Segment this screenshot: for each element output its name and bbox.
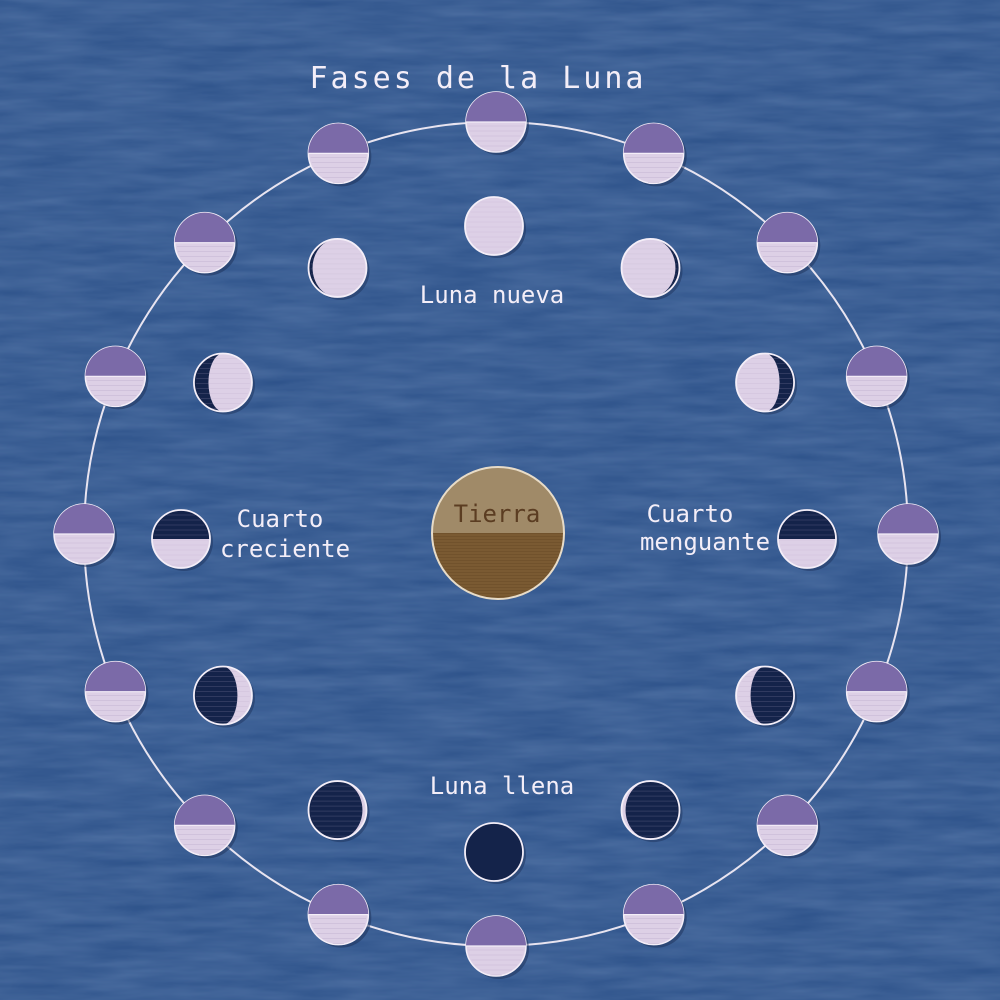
earth-label: Tierra: [454, 500, 541, 528]
orbit-moon: [84, 660, 149, 725]
phase-moon: [307, 238, 370, 300]
orbit-moons: [53, 91, 941, 979]
orbit-moon: [173, 794, 238, 859]
orbit-moon: [53, 503, 117, 567]
label-last-quarter-2: menguante: [640, 528, 770, 556]
orbit-moon: [622, 122, 687, 187]
orbit-moon: [756, 211, 821, 276]
label-new-moon: Luna nueva: [420, 281, 565, 309]
label-first-quarter-1: Cuarto: [237, 505, 324, 533]
phase-moon: [735, 352, 798, 415]
orbit-moon: [877, 503, 941, 567]
phase-moon: [307, 780, 370, 843]
orbit-moon: [622, 883, 687, 948]
orbit-moon: [84, 345, 149, 410]
phase-moon: [464, 196, 526, 258]
phase-moon: [464, 822, 526, 884]
inner-phases: [151, 196, 839, 884]
label-first-quarter-2: creciente: [220, 535, 350, 563]
orbit-moon: [307, 883, 372, 948]
orbit-moon: [307, 122, 372, 187]
phase-moon: [620, 780, 683, 843]
phase-moon: [193, 352, 255, 415]
phase-moon: [735, 665, 798, 728]
orbit-moon: [756, 794, 821, 859]
diagram-title: Fases de la Luna: [310, 61, 647, 96]
phase-moon: [193, 665, 255, 728]
earth-outline: [431, 466, 565, 600]
phase-moon: [620, 238, 683, 300]
orbit-moon: [845, 345, 910, 410]
earth: Tierra: [431, 466, 565, 600]
label-last-quarter-1: Cuarto: [647, 500, 734, 528]
phase-moon: [151, 509, 213, 571]
orbit-moon: [465, 91, 529, 155]
orbit-moon: [465, 915, 529, 979]
phase-moon: [777, 509, 839, 571]
orbit-moon: [845, 660, 910, 725]
label-full-moon: Luna llena: [430, 772, 575, 800]
orbit-moon: [173, 211, 238, 276]
